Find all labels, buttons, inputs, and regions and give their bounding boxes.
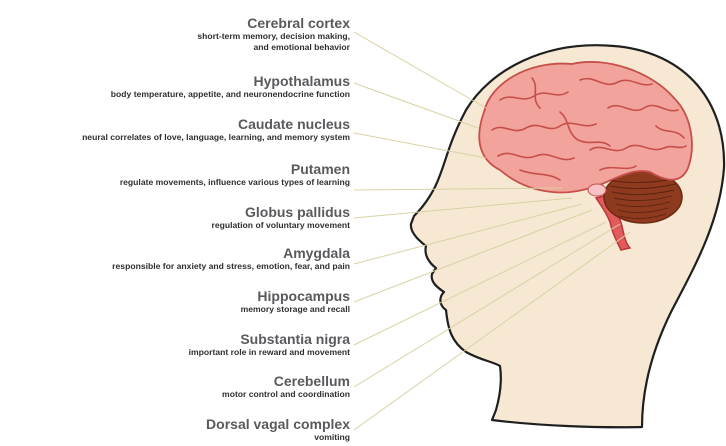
region-description: regulate movements, influence various ty… (120, 177, 350, 188)
region-name: Cerebral cortex (197, 15, 350, 31)
region-description: motor control and coordination (222, 389, 350, 400)
region-description: and emotional behavior (197, 42, 350, 53)
region-label-hypothalamus: Hypothalamus body temperature, appetite,… (111, 73, 350, 100)
region-description: responsible for anxiety and stress, emot… (112, 261, 350, 272)
region-label-substantia-nigra: Substantia nigra important role in rewar… (189, 331, 350, 358)
region-name: Cerebellum (222, 373, 350, 389)
region-description: body temperature, appetite, and neuronen… (111, 89, 350, 100)
region-description: important role in reward and movement (189, 347, 350, 358)
leader-line (354, 32, 486, 108)
leader-line (354, 83, 478, 128)
region-label-hippocampus: Hippocampus memory storage and recall (241, 288, 350, 315)
region-name: Globus pallidus (212, 204, 350, 220)
region-name: Substantia nigra (189, 331, 350, 347)
region-name: Caudate nucleus (82, 116, 350, 132)
region-label-putamen: Putamen regulate movements, influence va… (120, 161, 350, 188)
region-name: Hippocampus (241, 288, 350, 304)
region-description: regulation of voluntary movement (212, 220, 350, 231)
region-name: Dorsal vagal complex (206, 416, 350, 432)
region-name: Putamen (120, 161, 350, 177)
region-label-globus-pallidus: Globus pallidus regulation of voluntary … (212, 204, 350, 231)
region-label-caudate-nucleus: Caudate nucleus neural correlates of lov… (82, 116, 350, 143)
region-label-amygdala: Amygdala responsible for anxiety and str… (112, 245, 350, 272)
region-name: Hypothalamus (111, 73, 350, 89)
region-name: Amygdala (112, 245, 350, 261)
region-description: neural correlates of love, language, lea… (82, 132, 350, 143)
region-description: vomiting (206, 432, 350, 443)
region-label-cerebral-cortex: Cerebral cortex short-term memory, decis… (197, 15, 350, 53)
region-label-cerebellum: Cerebellum motor control and coordinatio… (222, 373, 350, 400)
thalamus-shape (588, 184, 606, 196)
region-description: short-term memory, decision making, (197, 31, 350, 42)
region-label-dorsal-vagal-complex: Dorsal vagal complex vomiting (206, 416, 350, 443)
region-labels: Cerebral cortex short-term memory, decis… (0, 0, 350, 446)
region-description: memory storage and recall (241, 304, 350, 315)
